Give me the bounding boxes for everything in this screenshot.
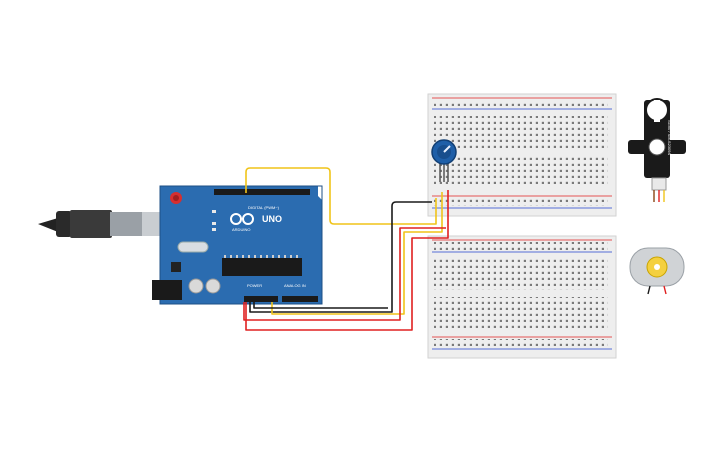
wire-black-gnd-b bbox=[253, 302, 388, 309]
breadboard-top[interactable] bbox=[427, 93, 617, 217]
wire-red-5v-b bbox=[243, 227, 446, 321]
analog-label: ANALOG IN bbox=[284, 283, 306, 288]
dc-motor[interactable] bbox=[629, 247, 685, 295]
brand-text: UNO bbox=[262, 214, 282, 224]
wires[interactable] bbox=[243, 167, 449, 331]
usb-plug-metal bbox=[110, 212, 144, 236]
potentiometer[interactable] bbox=[431, 139, 457, 182]
wire-red-5v bbox=[245, 190, 449, 331]
breadboard-bottom[interactable] bbox=[427, 235, 617, 359]
servo-model-text: SG90 / SM-S2309S bbox=[667, 120, 672, 155]
digital-header bbox=[214, 189, 310, 195]
power-header bbox=[244, 296, 278, 302]
logo-text: ARDUINO bbox=[232, 227, 250, 232]
voltage-regulator bbox=[171, 262, 181, 272]
servo-motor[interactable]: SG90 / SM-S2309S bbox=[628, 98, 686, 202]
wire-yellow-d-pin bbox=[245, 167, 437, 225]
arduino-logo-icon bbox=[230, 213, 254, 225]
wire-black-gnd bbox=[249, 201, 432, 313]
crystal bbox=[177, 241, 209, 253]
usb-cable[interactable] bbox=[38, 210, 164, 238]
capacitor-2 bbox=[205, 278, 221, 294]
digital-label: DIGITAL (PWM~) bbox=[248, 205, 280, 210]
usb-plug-body bbox=[56, 211, 72, 237]
power-jack bbox=[152, 280, 182, 300]
usb-plug-tip bbox=[38, 218, 58, 232]
usb-socket bbox=[142, 212, 164, 236]
knob-indicator-icon bbox=[443, 145, 451, 153]
usb-plug-housing bbox=[70, 210, 112, 238]
analog-header bbox=[282, 296, 318, 302]
arduino-board[interactable]: DIGITAL (PWM~) UNO ARDUINO POWER ANALOG … bbox=[152, 185, 323, 305]
atmega-chip bbox=[222, 258, 302, 276]
wire-yellow-a0 bbox=[271, 192, 443, 315]
power-label: POWER bbox=[247, 283, 262, 288]
capacitor-1 bbox=[188, 278, 204, 294]
